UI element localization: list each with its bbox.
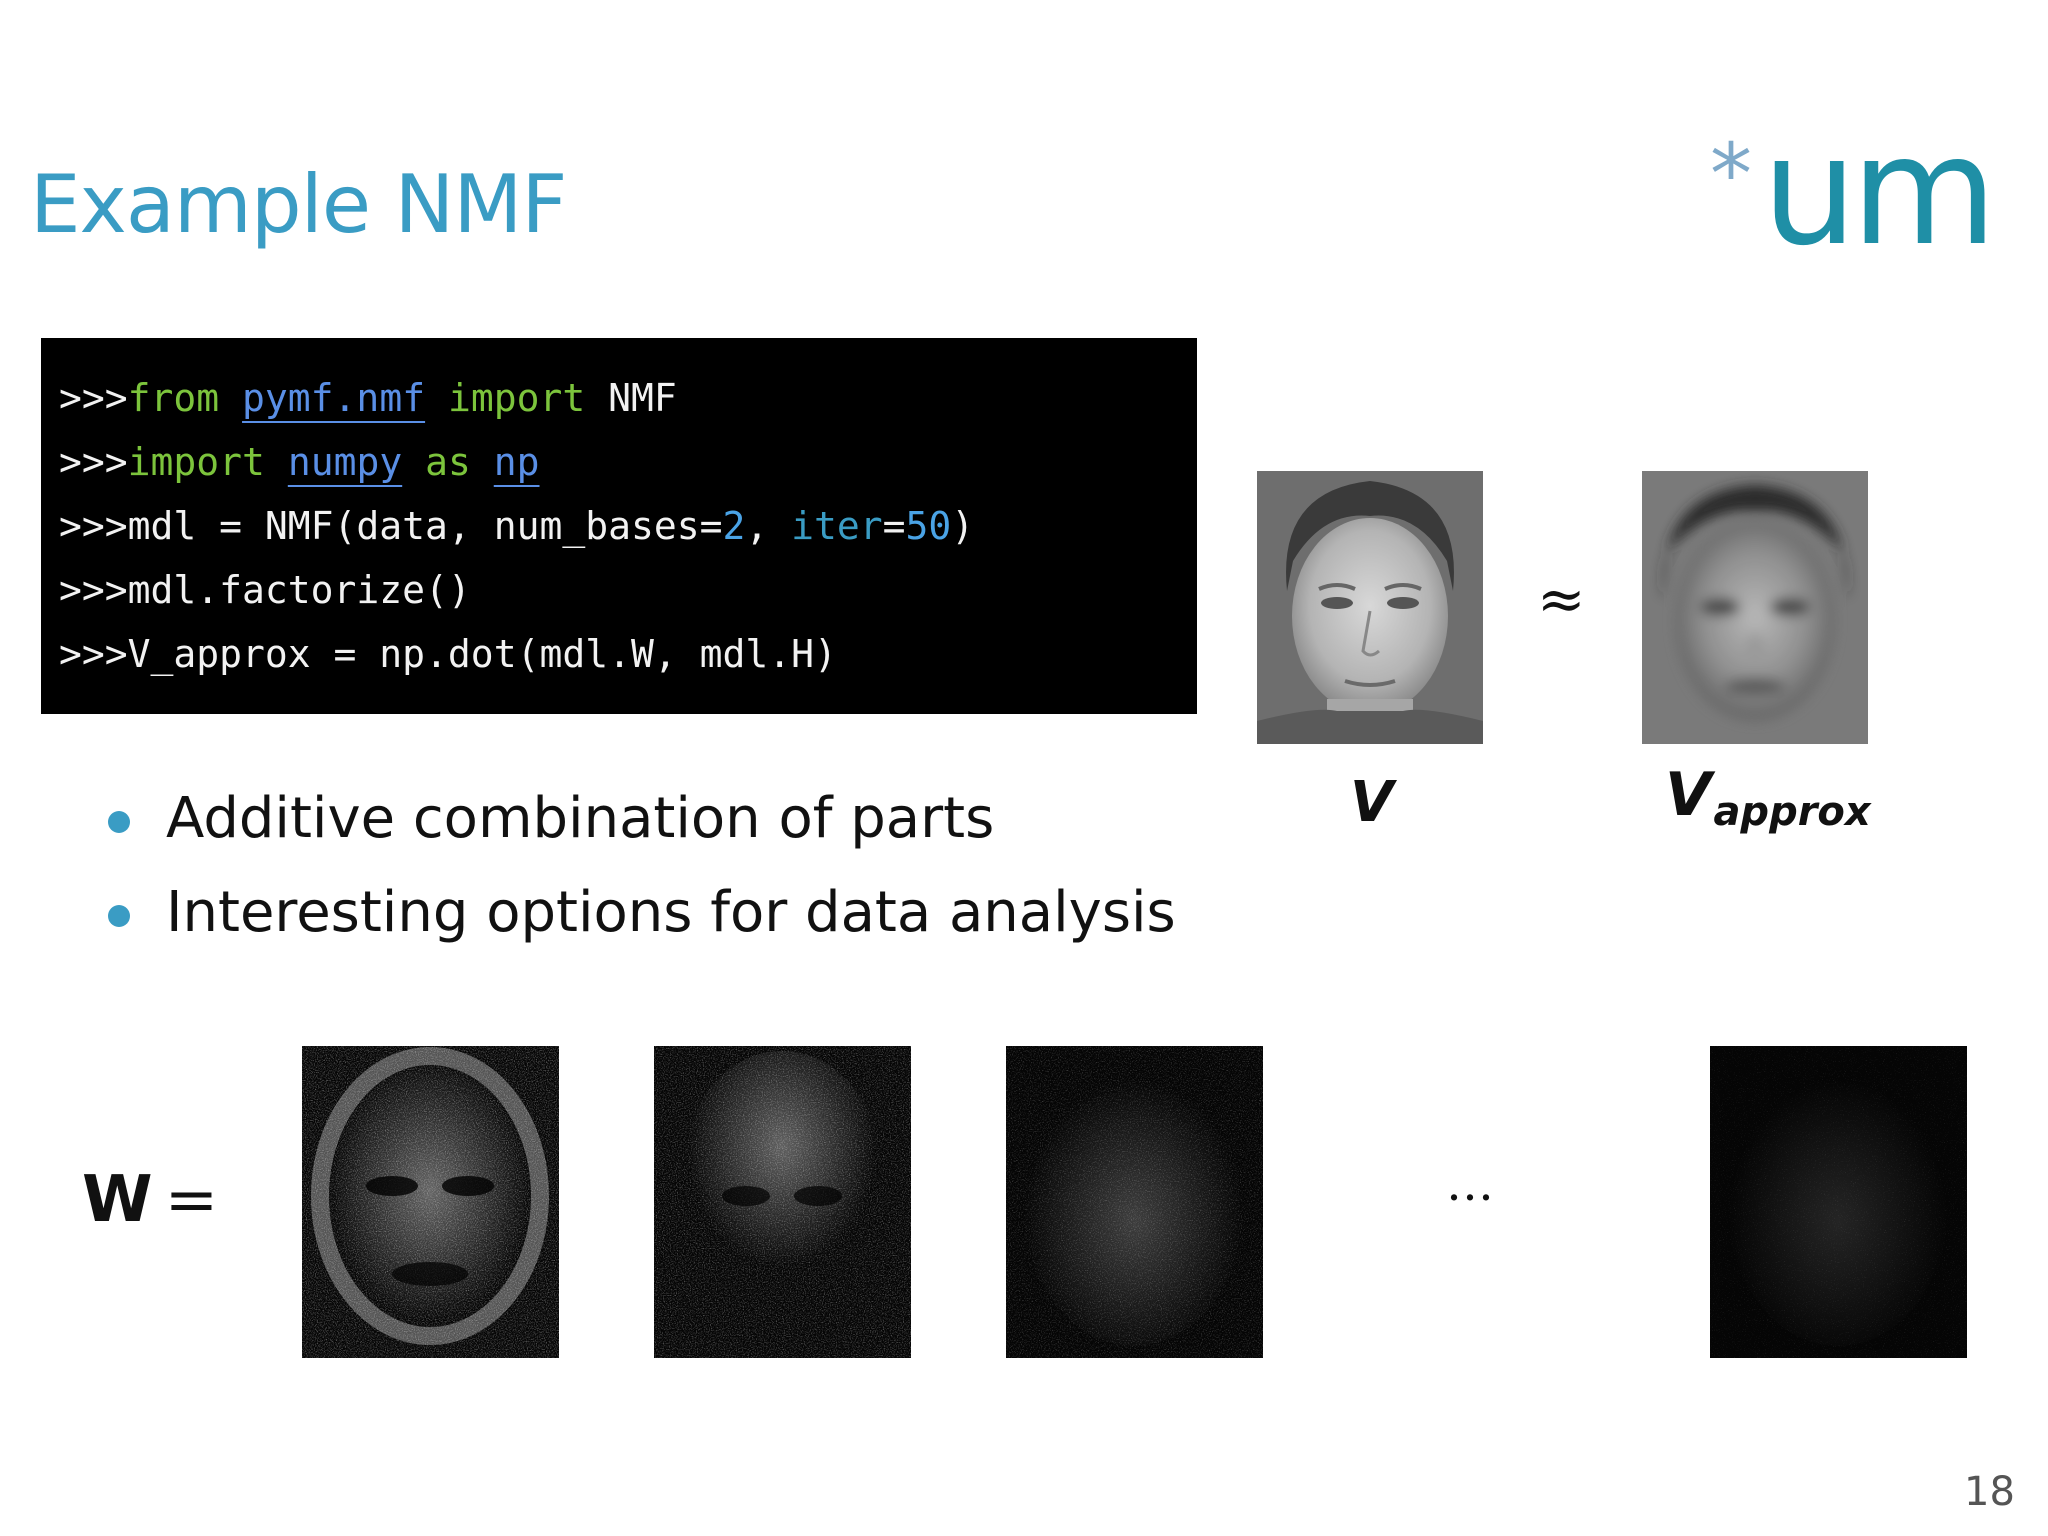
w-equation: W= (82, 1163, 219, 1237)
bullet-item: Interesting options for data analysis (100, 866, 1176, 960)
code-block: >>>from pymf.nmf import NMF >>>import nu… (41, 338, 1197, 714)
bullet-item: Additive combination of parts (100, 772, 1176, 866)
logo-star: * (1710, 125, 1752, 223)
bullet-list: Additive combination of parts Interestin… (100, 772, 1176, 960)
basis-image-1 (302, 1046, 559, 1358)
v-label: V (1350, 770, 1394, 835)
page-number: 18 (1964, 1469, 2015, 1515)
code-line-3: >>>mdl = NMF(data, num_bases=2, iter=50) (59, 504, 975, 548)
vapprox-label: Vapprox (1665, 760, 1871, 835)
face-photo-vapprox (1642, 471, 1868, 744)
bullet-dot-icon (108, 811, 130, 833)
ellipsis: … (1446, 1156, 1508, 1212)
basis-image-2 (654, 1046, 911, 1358)
face-photo-v (1257, 471, 1483, 744)
logo-text: um (1762, 115, 1991, 255)
um-logo: * um (1708, 105, 2008, 279)
code-line-1: >>>from pymf.nmf import NMF (59, 376, 677, 420)
basis-image-last (1710, 1046, 1967, 1358)
basis-image-3 (1006, 1046, 1263, 1358)
bullet-dot-icon (108, 905, 130, 927)
code-line-4: >>>mdl.factorize() (59, 568, 471, 612)
slide-title: Example NMF (30, 158, 567, 251)
approx-symbol: ≈ (1537, 565, 1586, 633)
code-line-2: >>>import numpy as np (59, 440, 540, 484)
code-line-5: >>>V_approx = np.dot(mdl.W, mdl.H) (59, 632, 837, 676)
